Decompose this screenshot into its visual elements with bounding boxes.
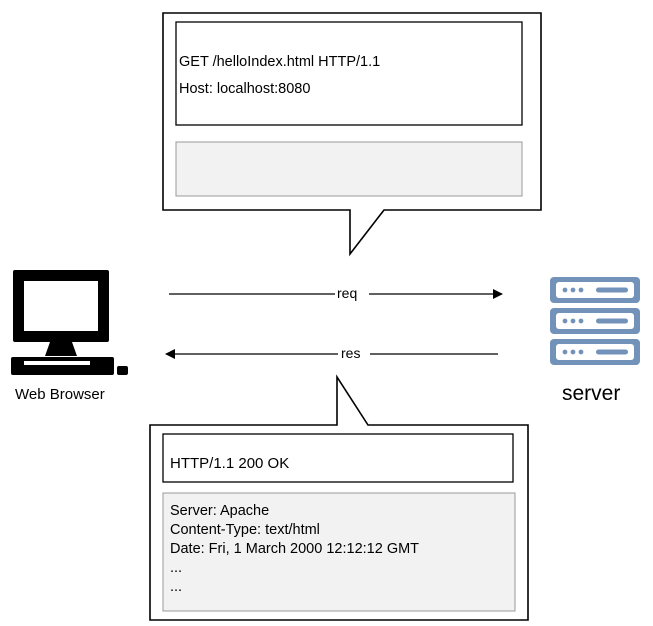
request-header-box: [175, 21, 523, 126]
server-label: server: [562, 382, 621, 405]
response-header-line: ...: [170, 560, 183, 576]
response-header-line: Content-Type: text/html: [170, 522, 320, 538]
web-browser-label: Web Browser: [15, 386, 105, 403]
response-header-line: ...: [170, 579, 183, 595]
desktop-computer-icon: [11, 270, 128, 375]
request-host-header: Host: localhost:8080: [179, 81, 311, 97]
response-status-box: [162, 433, 514, 483]
response-header-line: Server: Apache: [170, 503, 270, 519]
server-rack-icon: [550, 277, 640, 365]
request-line: GET /helloIndex.html HTTP/1.1: [179, 54, 381, 70]
response-arrow-label: res: [341, 345, 361, 361]
response-headers: Server: Apache Content-Type: text/html D…: [170, 502, 419, 597]
request-arrow-label: req: [337, 285, 358, 301]
request-body-box: [175, 141, 523, 197]
response-status-line: HTTP/1.1 200 OK: [170, 455, 290, 472]
response-headers-box: [162, 492, 516, 612]
response-header-line: Date: Fri, 1 March 2000 12:12:12 GMT: [170, 541, 420, 557]
